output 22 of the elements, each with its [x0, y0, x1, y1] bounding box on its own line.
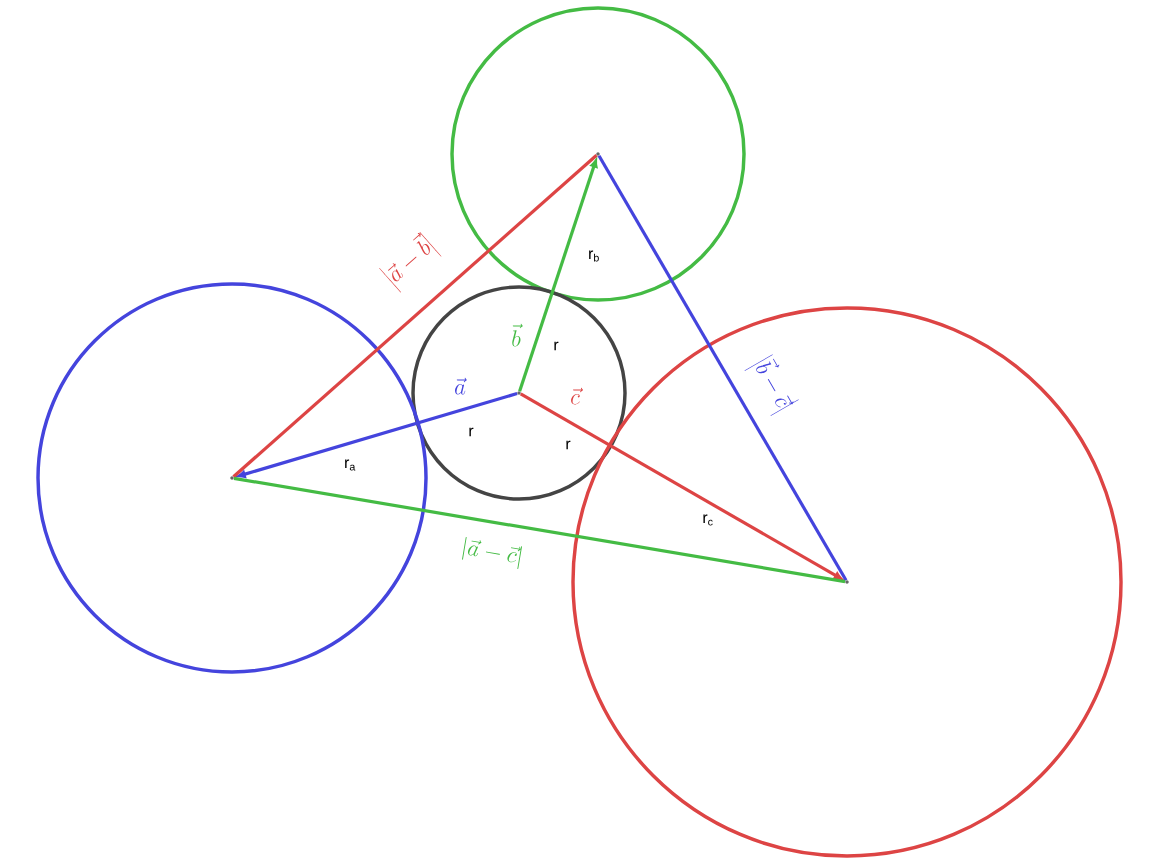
radius-label: r — [554, 341, 559, 351]
center-point — [517, 391, 521, 395]
center-point — [596, 152, 600, 156]
edge-label: $\vec{a}$ — [455, 377, 467, 395]
radius-label: r — [566, 440, 571, 450]
radius-label: r$_{c}$ — [703, 514, 713, 526]
center-point — [230, 476, 234, 480]
edge-label: $\left|\vec{a}-\vec{b}\right|$ — [379, 232, 442, 293]
edge-label: $\vec{b}$ — [512, 323, 523, 347]
line — [233, 476, 846, 584]
vector-arrow — [237, 392, 518, 478]
edge-label: $\left|\vec{b}-\vec{c}\right|$ — [744, 354, 799, 416]
vector-arrow — [519, 392, 843, 580]
radius-label: r$_{a}$ — [345, 459, 356, 471]
line — [597, 154, 848, 582]
line — [232, 154, 598, 478]
edge-label: $\vec{c}$ — [571, 387, 584, 405]
radius-label: r — [469, 427, 474, 437]
center-point — [845, 580, 849, 584]
radius-label: r$_{b}$ — [589, 250, 599, 262]
vector-arrow — [518, 159, 598, 392]
edge-label: $\left|\vec{a}-\vec{c}\right|$ — [462, 536, 522, 570]
